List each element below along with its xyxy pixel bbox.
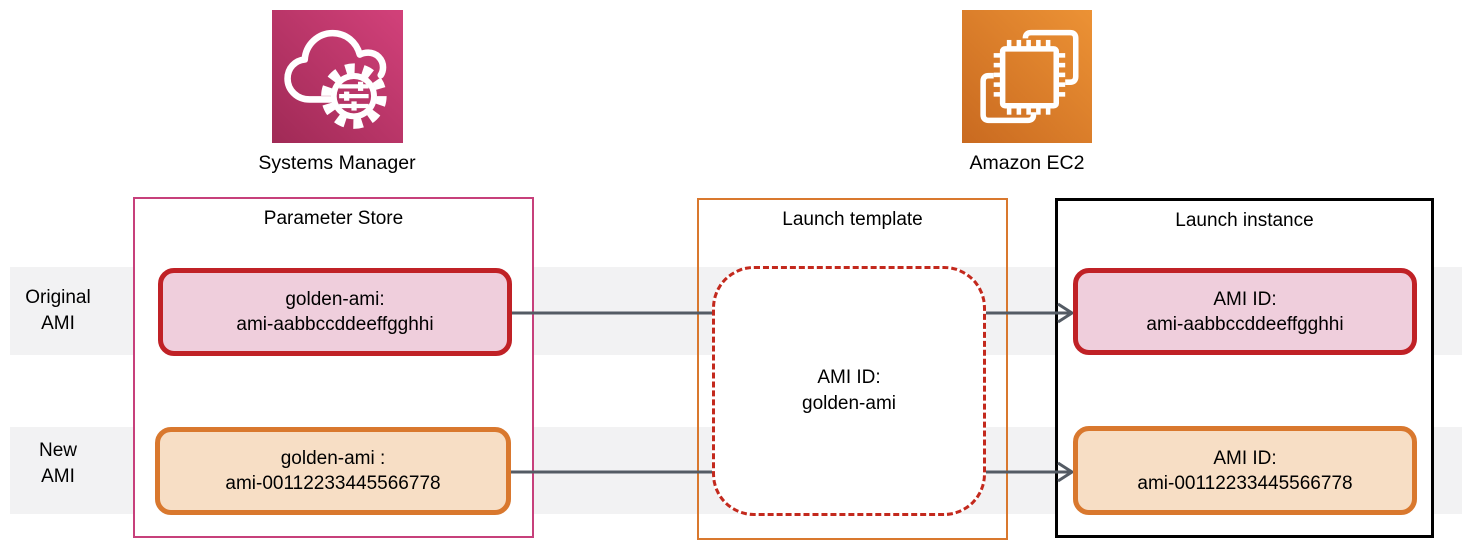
parameter-name: golden-ami:	[285, 289, 385, 310]
instance-ami-new: AMI ID: ami-00112233445566778	[1073, 426, 1417, 515]
processor-chip-icon	[980, 29, 1079, 124]
launch-template-ami-parameter: AMI ID: golden-ami	[712, 266, 986, 516]
launch-template-box: Launch template	[697, 198, 1008, 540]
launch-instance-title: Launch instance	[1175, 210, 1314, 231]
ami-id-value: ami-00112233445566778	[1137, 472, 1353, 494]
row-label-line: AMI	[41, 313, 75, 334]
row-label-line: Original	[25, 287, 91, 308]
parameter-golden-ami-original: golden-ami: ami-aabbccddeeffgghhi	[158, 268, 512, 356]
parameter-name: golden-ami :	[280, 448, 386, 469]
arrowhead-new-ami	[1057, 461, 1075, 483]
row-label-line: AMI	[41, 466, 75, 487]
ami-id-label: AMI ID:	[817, 367, 881, 388]
parameter-value: ami-00112233445566778	[225, 473, 441, 494]
parameter-value: ami-aabbccddeeffgghhi	[236, 314, 434, 335]
ami-id-value: golden-ami	[802, 393, 896, 414]
row-label-original-ami: Original AMI	[10, 285, 106, 337]
row-label-new-ami: New AMI	[10, 438, 106, 490]
instance-ami-original: AMI ID: ami-aabbccddeeffgghhi	[1073, 268, 1417, 355]
parameter-store-title: Parameter Store	[263, 208, 404, 229]
launch-template-title: Launch template	[782, 209, 923, 230]
systems-manager-label: Systems Manager	[258, 152, 416, 174]
cloud-gear-sliders-icon	[284, 29, 387, 129]
systems-manager-icon	[272, 10, 403, 143]
ec2-icon	[962, 10, 1092, 143]
ec2-label: Amazon EC2	[969, 152, 1085, 174]
ami-id-label: AMI ID:	[1213, 447, 1277, 469]
ami-id-label: AMI ID:	[1213, 288, 1277, 310]
parameter-golden-ami-new: golden-ami : ami-00112233445566778	[155, 427, 511, 515]
row-label-line: New	[38, 440, 77, 461]
ami-id-value: ami-aabbccddeeffgghhi	[1146, 313, 1344, 335]
arrowhead-original-ami	[1057, 302, 1075, 324]
